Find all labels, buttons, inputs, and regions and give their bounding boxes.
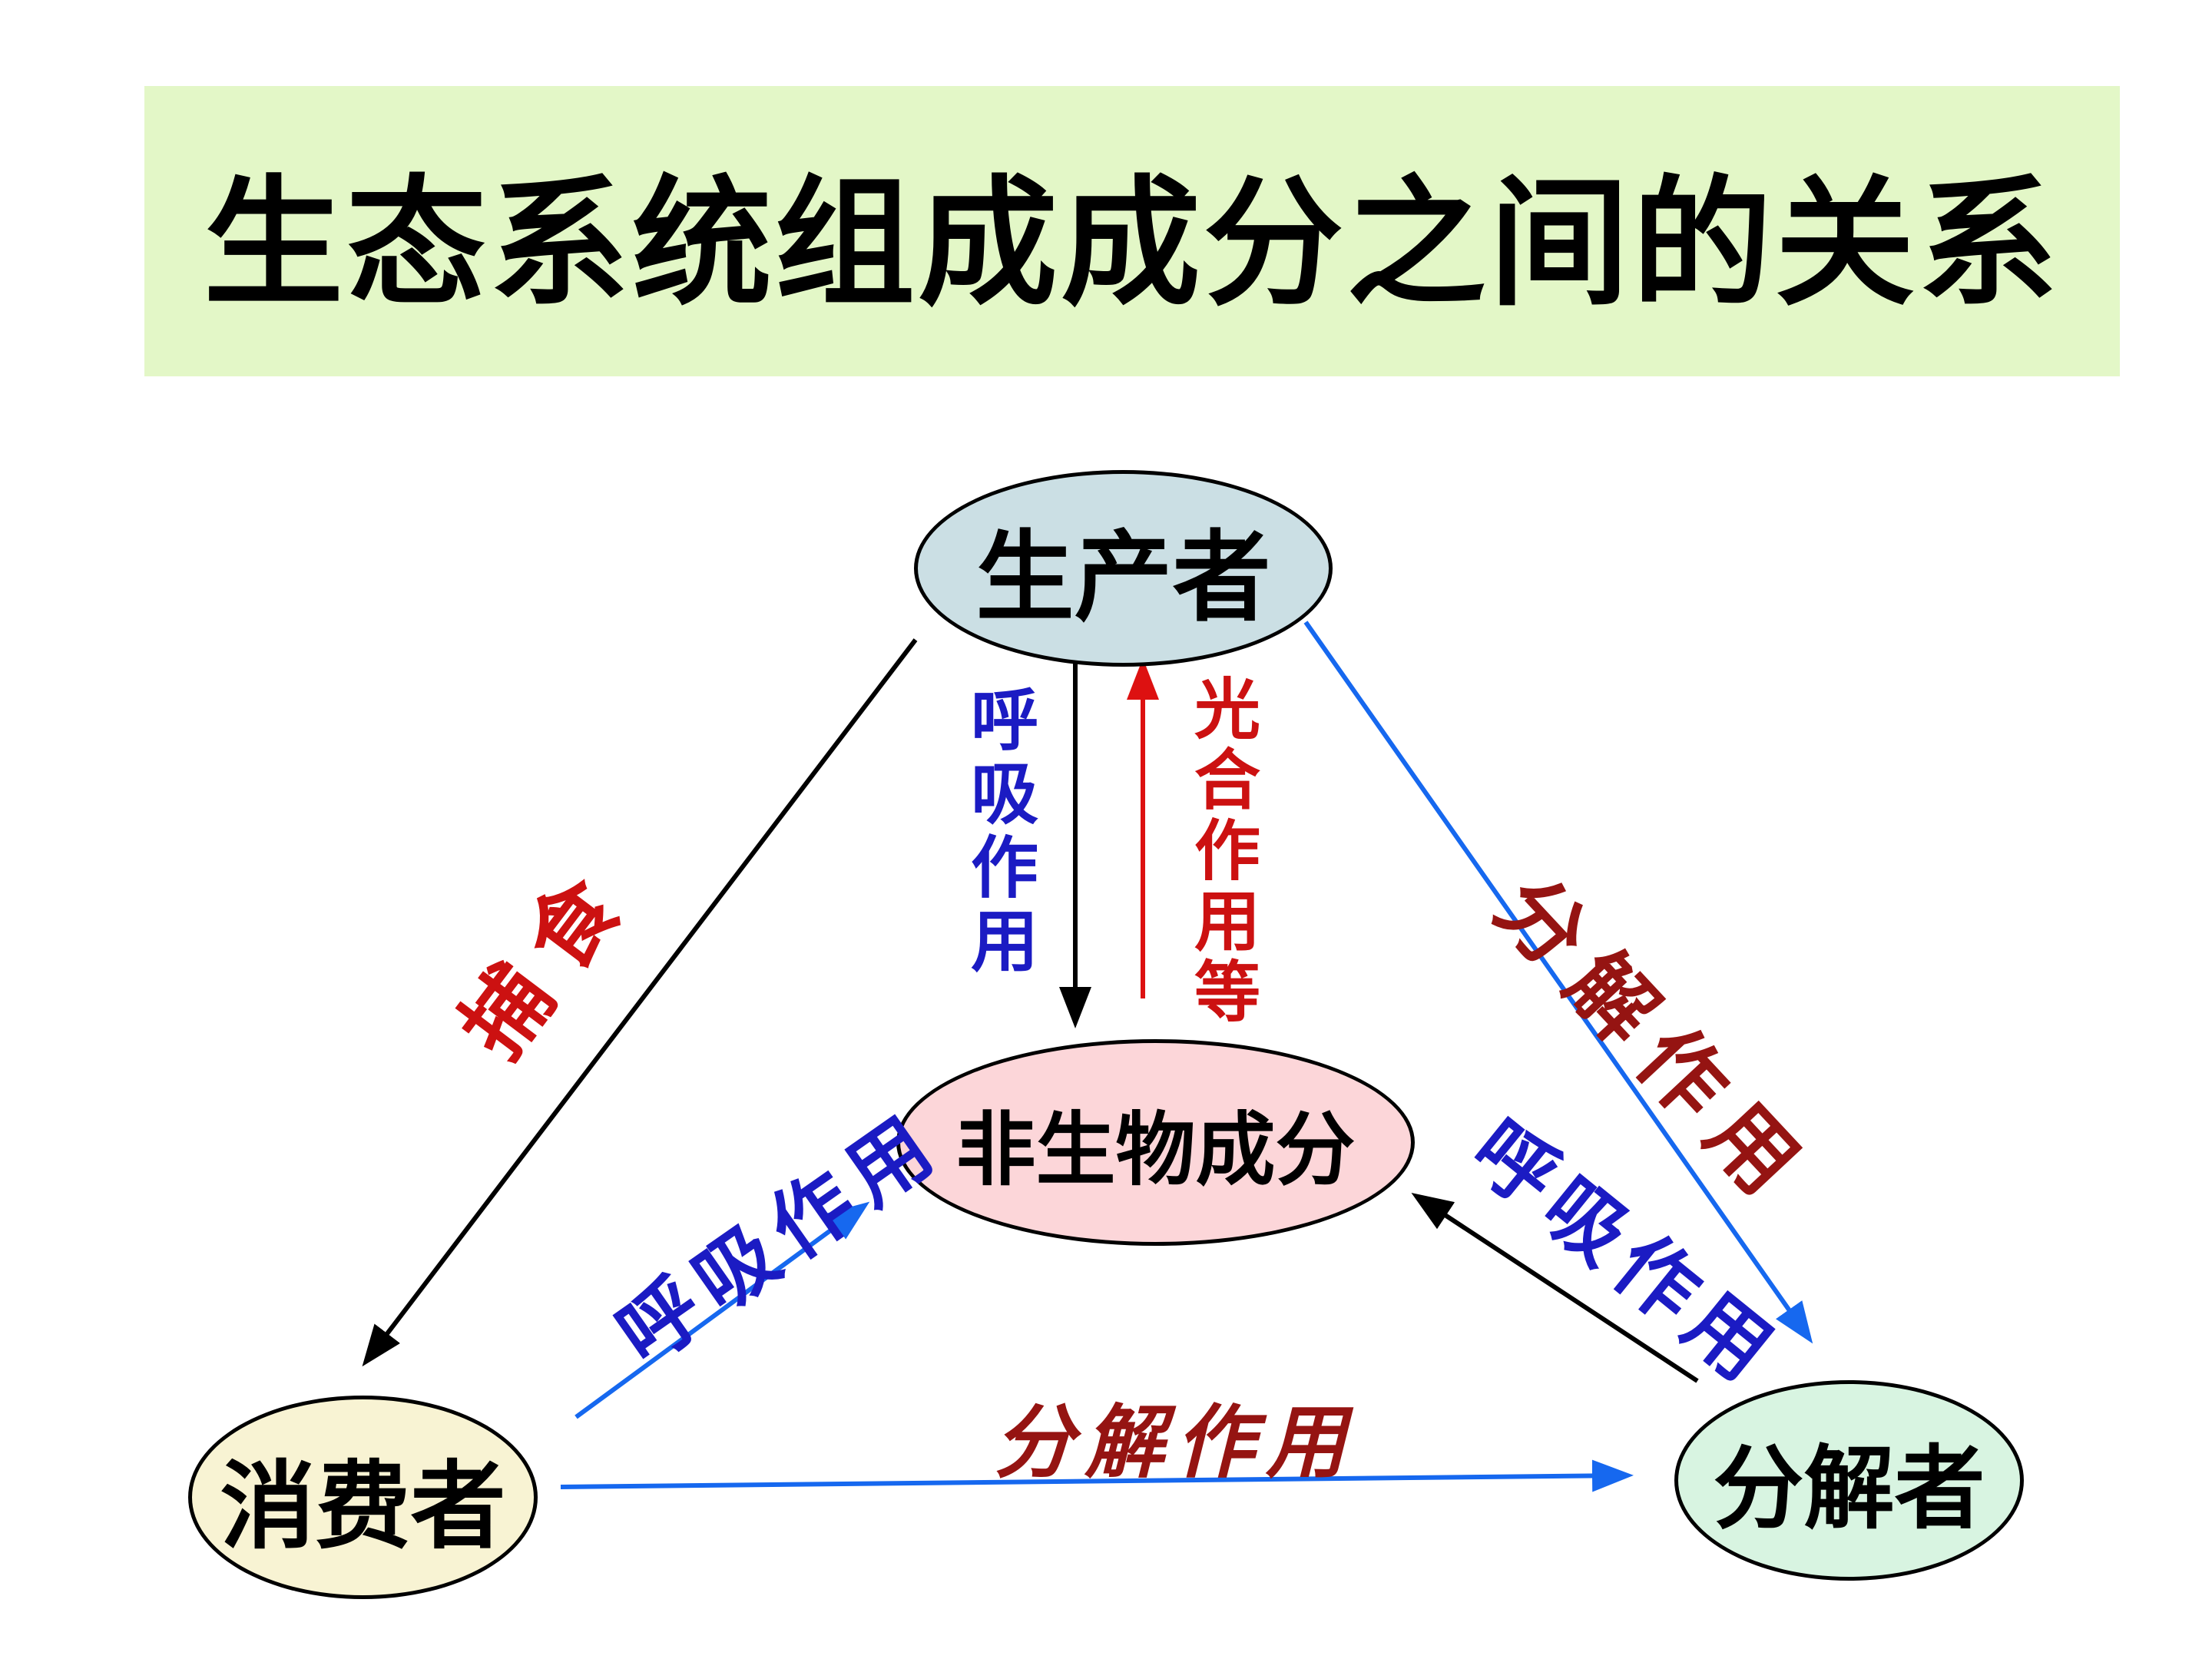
title-banner: 生态系统组成成分之间的关系 <box>144 86 2120 376</box>
decomposer-respiration-arrow <box>1411 1193 1699 1383</box>
consumer-decomposition-arrow <box>560 1459 1634 1492</box>
predation-arrow <box>362 638 918 1367</box>
node-consumer-label: 消费者 <box>220 1450 506 1562</box>
consumer-respiration-arrow <box>575 1201 870 1419</box>
node-abiotic-components: 非生物成分 <box>896 1039 1415 1246</box>
label-photosynthesis: 光合作用等 <box>1182 674 1260 1028</box>
node-decomposer: 分解者 <box>1674 1380 2024 1581</box>
node-producer: 生产者 <box>914 470 1333 667</box>
label-producer-respiration: 呼吸作用 <box>959 684 1040 979</box>
node-decomposer-label: 分解者 <box>1713 1435 1985 1541</box>
page-title: 生态系统组成成分之间的关系 <box>204 160 2061 325</box>
producer-decomposition-arrow <box>1303 621 1813 1344</box>
node-abiotic-components-label: 非生物成分 <box>955 1102 1356 1197</box>
label-consumer-decomposition: 分解作用 <box>993 1394 1356 1489</box>
node-producer-label: 生产者 <box>975 519 1271 635</box>
node-consumer: 消费者 <box>188 1396 538 1599</box>
